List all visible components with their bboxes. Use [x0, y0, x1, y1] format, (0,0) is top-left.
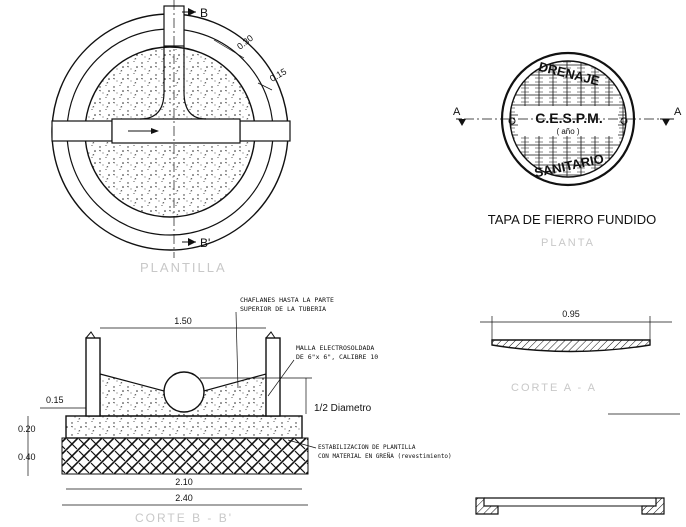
cover-section-view: 0.95 CORTE A - A: [475, 309, 680, 515]
section-b-top-label: B: [200, 6, 208, 20]
section-a-left-marker: [458, 119, 466, 126]
note-estab-line1: ESTABILIZACION DE PLANTILLA: [318, 444, 416, 451]
plan-pipe-right: [239, 120, 291, 142]
note-chaflanes-line1: CHAFLANES HASTA LA PARTE: [240, 296, 334, 304]
cover-caption: TAPA DE FIERRO FUNDIDO: [488, 212, 657, 227]
plan-caption: PLANTILLA: [140, 260, 227, 275]
section-a-left-label: A: [453, 106, 461, 118]
note-malla-line1: MALLA ELECTROSOLDADA: [296, 344, 374, 352]
half-diameter-label: 1/2 Diametro: [314, 403, 372, 414]
note-chaflanes-line2: SUPERIOR DE LA TUBERIA: [240, 305, 326, 313]
concrete-slab: [65, 415, 303, 439]
plan-dim-015: 0.15: [268, 66, 288, 83]
right-wall: [265, 337, 281, 417]
plan-pipe-left: [51, 120, 113, 142]
section-dim-040: 0.40: [18, 452, 36, 462]
gravel-stabilization: [61, 437, 309, 475]
section-caption: CORTE B - B': [135, 511, 233, 525]
note-malla-line2: DE 6"x 6", CALIBRE 10: [296, 353, 378, 361]
frame-section: [475, 497, 665, 515]
cover-view: DRENAJE C.E.S.P.M. ( año ) SANITARIO A A…: [453, 51, 682, 249]
cover-section-caption: CORTE A - A: [511, 382, 597, 394]
section-a-right-label: A: [674, 106, 682, 118]
section-dim-020: 0.20: [18, 424, 36, 434]
section-a-right-marker: [662, 119, 670, 126]
cover-section-dim-095: 0.95: [562, 309, 580, 319]
section-dim-240: 2.40: [175, 493, 193, 503]
section-dim-015: 0.15: [46, 395, 64, 405]
section-view: 1.50 0.15 0.20 0.40 1/2 Diametro 2.10 2.…: [18, 296, 452, 525]
plan-view: B B' 0.30 0.15 PLANTILLA: [51, 0, 291, 275]
cover-subcaption: PLANTA: [541, 237, 595, 249]
cover-center-text: C.E.S.P.M.: [535, 110, 602, 126]
left-wall: [85, 337, 101, 417]
note-estab-line2: CON MATERIAL EN GREÑA (revestimiento): [318, 453, 452, 460]
plan-branch-curve: [139, 46, 207, 120]
pipe-section: [163, 371, 205, 413]
cover-section-profile: [491, 339, 651, 353]
section-dim-210: 2.10: [175, 477, 193, 487]
section-dim-150: 1.50: [174, 316, 192, 326]
cover-year-text: ( año ): [556, 127, 579, 136]
section-b-bottom-label: B': [200, 236, 210, 250]
